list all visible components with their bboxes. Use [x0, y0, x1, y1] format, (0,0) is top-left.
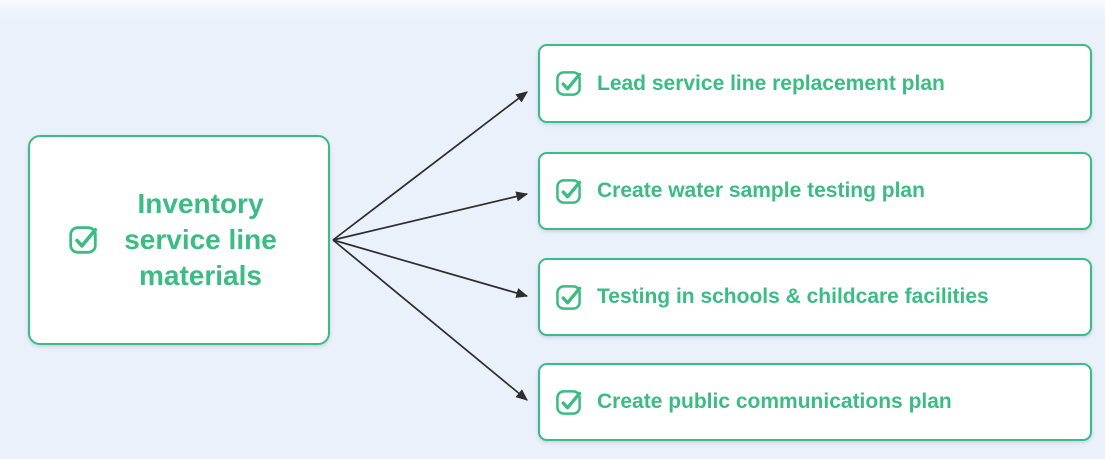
child-node-label: Testing in schools & childcare facilitie… [597, 285, 989, 308]
connector-arrow-1 [332, 91, 528, 241]
child-node-label: Lead service line replacement plan [597, 71, 945, 95]
checked-checkbox-icon [555, 284, 582, 311]
root-node[interactable]: Inventory service line materials [28, 135, 330, 345]
checked-checkbox-icon [68, 225, 98, 255]
child-node-create-water-sample-testing-plan[interactable]: Create water sample testing plan [538, 152, 1092, 230]
connector-arrow-2 [332, 191, 529, 241]
checked-checkbox-icon [555, 70, 582, 97]
root-node-label: Inventory service line materials [124, 188, 277, 291]
child-node-testing-in-schools-childcare-facilities[interactable]: Testing in schools & childcare facilitie… [538, 258, 1092, 336]
child-node-label: Create public communications plan [597, 390, 952, 413]
connector-arrow-3 [332, 239, 529, 298]
child-node-create-public-communications-plan[interactable]: Create public communications plan [538, 363, 1092, 441]
child-node-label: Create water sample testing plan [597, 179, 925, 202]
checked-checkbox-icon [555, 178, 582, 205]
child-node-lead-service-line-replacement-plan[interactable]: Lead service line replacement plan [538, 44, 1092, 123]
checked-checkbox-icon [555, 389, 582, 416]
connector-arrow-4 [332, 239, 528, 401]
